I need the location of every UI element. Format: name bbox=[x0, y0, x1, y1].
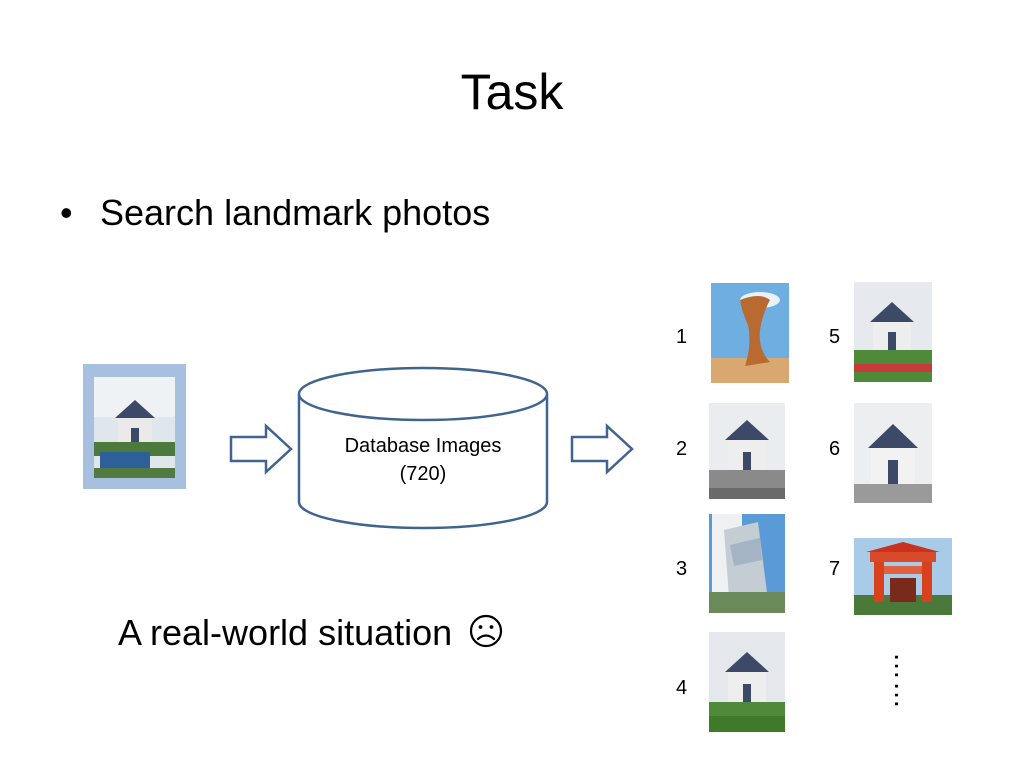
database-label-title: Database Images bbox=[344, 435, 502, 457]
query-photo bbox=[83, 364, 186, 489]
rank-label-6: 6 bbox=[829, 438, 841, 460]
situation-caption: A real-world situation bbox=[118, 610, 504, 656]
arrow-to-results bbox=[570, 423, 634, 475]
result-photo-5 bbox=[854, 282, 932, 382]
bullet-text: Search landmark photos bbox=[100, 192, 491, 233]
rank-label-4: 4 bbox=[676, 677, 688, 699]
more-results-ellipsis: …… bbox=[889, 652, 920, 710]
bullet-item: • Search landmark photos bbox=[60, 190, 490, 236]
arrow-to-database bbox=[229, 423, 293, 475]
rank-label-5: 5 bbox=[829, 326, 841, 348]
rank-label-7: 7 bbox=[829, 558, 841, 580]
result-photo-4 bbox=[709, 632, 785, 732]
rank-label-2: 2 bbox=[676, 438, 688, 460]
result-photo-7 bbox=[854, 538, 952, 615]
database-label: Database Images (720) bbox=[300, 432, 546, 488]
rank-label-3: 3 bbox=[676, 558, 688, 580]
result-photo-3 bbox=[709, 514, 785, 613]
frown-face-icon bbox=[470, 614, 503, 648]
bullet-marker: • bbox=[60, 192, 73, 233]
database-label-count: (720) bbox=[399, 463, 447, 485]
result-photo-1 bbox=[711, 283, 789, 383]
result-photo-2 bbox=[709, 403, 785, 499]
result-photo-6 bbox=[854, 403, 932, 503]
rank-label-1: 1 bbox=[676, 326, 688, 348]
database-cylinder bbox=[297, 366, 549, 530]
slide-title: Task bbox=[460, 64, 564, 120]
situation-text: A real-world situation bbox=[118, 612, 453, 653]
